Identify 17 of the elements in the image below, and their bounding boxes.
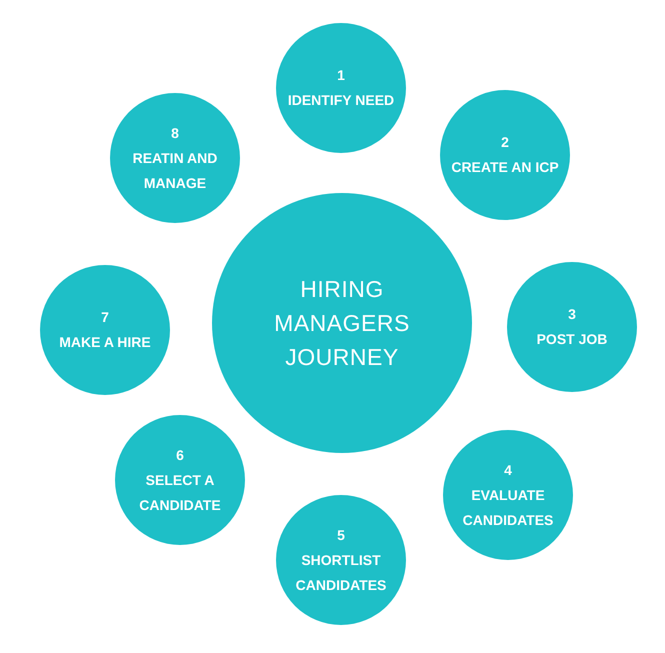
- step-number: 1: [336, 66, 346, 85]
- step-number: 2: [500, 133, 510, 152]
- step-number: 7: [100, 308, 110, 327]
- step-number: 6: [175, 446, 185, 464]
- step-label: IDENTIFY NEED: [286, 91, 396, 110]
- step-label: POST JOB: [536, 330, 608, 349]
- step-label: SELECT A CANDIDATE: [138, 470, 222, 514]
- step-label: REATIN AND MANAGE: [132, 148, 218, 192]
- step-number: 3: [567, 305, 577, 324]
- title-text: HIRING MANAGERS JOURNEY: [273, 275, 411, 372]
- step-number: 8: [170, 124, 180, 142]
- step-number: 4: [503, 460, 513, 480]
- step-label: SHORTLIST CANDIDATES: [294, 550, 388, 594]
- step-number: 5: [336, 526, 346, 544]
- step-label: EVALUATE CANDIDATES: [462, 486, 554, 530]
- step-label: CREATE AN ICP: [450, 158, 560, 177]
- step-label: MAKE A HIRE: [58, 333, 152, 352]
